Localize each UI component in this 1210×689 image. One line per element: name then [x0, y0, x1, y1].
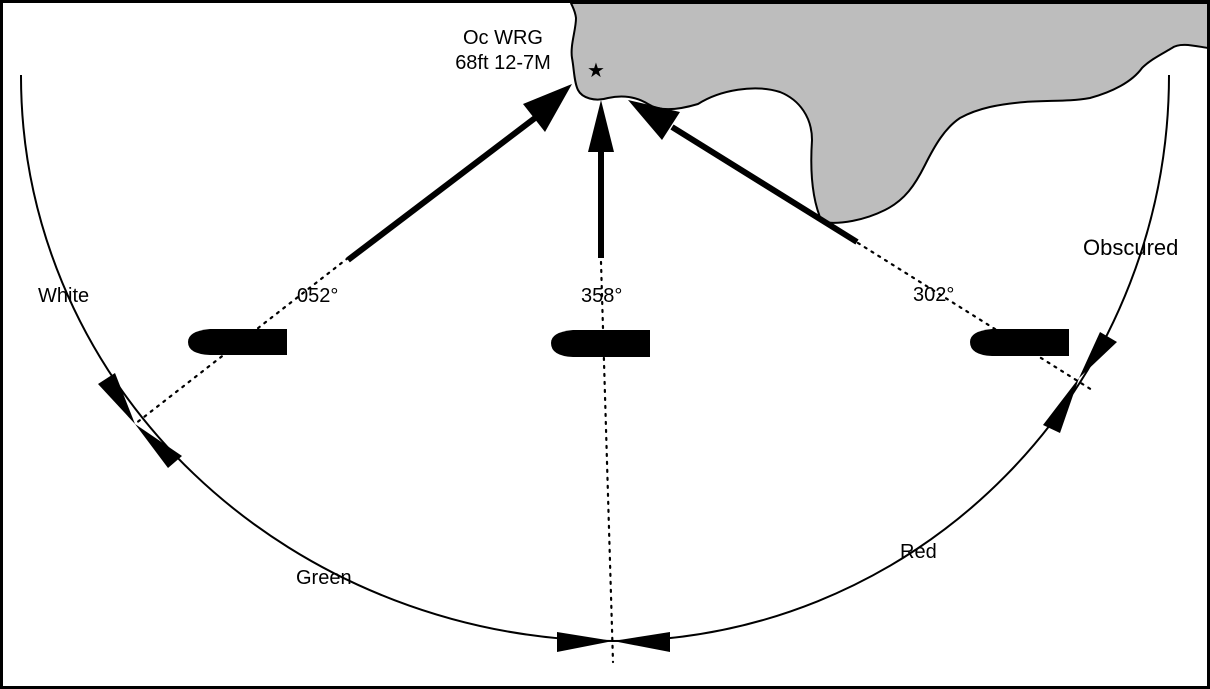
light-characteristic: Oc WRG: [463, 27, 543, 49]
sector-marker-left-lower: [135, 424, 182, 468]
vessel-left: [188, 329, 287, 355]
bearing-label-right: 302°: [913, 284, 954, 306]
sector-marker-right-upper: [1079, 332, 1117, 378]
sector-label-green: Green: [296, 567, 352, 589]
sector-marker-left-upper: [98, 373, 135, 424]
sector-marker-bottom-left: [557, 632, 613, 652]
light-height-range: 68ft 12-7M: [455, 52, 551, 74]
lighthouse-star-icon: ★: [587, 60, 605, 82]
bearing-arrow-center-head: [588, 100, 614, 152]
sector-label-white: White: [38, 285, 89, 307]
bearing-arrow-right-head: [628, 100, 680, 140]
bearing-label-center: 358°: [581, 285, 622, 307]
vessel-center: [551, 330, 650, 357]
bearing-arrow-right-shaft: [670, 124, 859, 245]
vessel-right: [970, 329, 1069, 356]
sector-label-red: Red: [900, 541, 937, 563]
bearing-arrow-left-head: [523, 84, 572, 132]
sector-marker-bottom-right: [613, 632, 670, 652]
bearing-label-left: 052°: [297, 285, 338, 307]
sector-label-obscured: Obscured: [1083, 235, 1178, 260]
bearing-arrow-left-shaft: [346, 115, 537, 263]
boundary-line-right: [856, 241, 1094, 392]
land-mass: [569, 2, 1209, 224]
sector-marker-right-lower: [1043, 378, 1079, 433]
boundary-line-center: [599, 260, 615, 664]
